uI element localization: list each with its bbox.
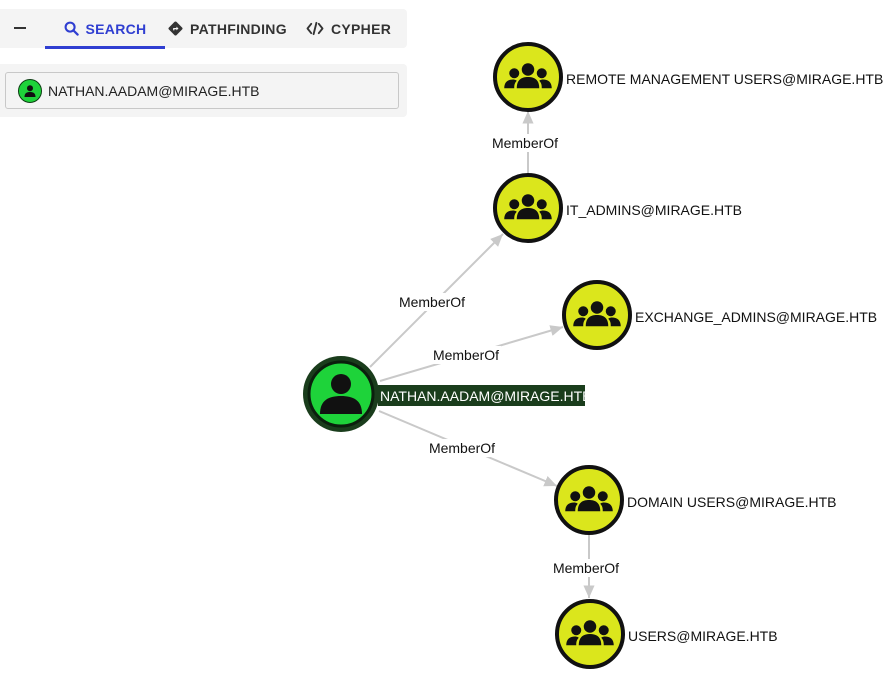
tab-pathfinding[interactable]: PATHFINDING	[168, 9, 287, 48]
edge-label-it-admins-remote-mgmt: MemberOf	[490, 134, 560, 152]
search-input[interactable]: NATHAN.AADAM@MIRAGE.HTB	[5, 72, 399, 109]
node-label: USERS@MIRAGE.HTB	[628, 628, 778, 644]
node-label: DOMAIN USERS@MIRAGE.HTB	[627, 494, 836, 510]
node-it-admins[interactable]: IT_ADMINS@MIRAGE.HTB	[493, 173, 742, 243]
tab-search-label: SEARCH	[85, 20, 147, 37]
code-icon	[306, 21, 324, 36]
node-label: EXCHANGE_ADMINS@MIRAGE.HTB	[635, 309, 877, 325]
node-exchange-admins[interactable]: EXCHANGE_ADMINS@MIRAGE.HTB	[562, 280, 877, 350]
edge-label-user-domain-users: MemberOf	[427, 439, 497, 457]
svg-text:MemberOf: MemberOf	[492, 135, 558, 151]
collapse-button[interactable]	[10, 18, 30, 38]
svg-text:MemberOf: MemberOf	[553, 560, 619, 576]
tab-pathfinding-label: PATHFINDING	[190, 20, 287, 37]
user-icon	[320, 374, 362, 414]
minus-icon	[14, 27, 26, 29]
svg-text:MemberOf: MemberOf	[429, 440, 495, 456]
node-remote-management-users[interactable]: REMOTE MANAGEMENT USERS@MIRAGE.HTB	[493, 42, 883, 112]
search-input-value: NATHAN.AADAM@MIRAGE.HTB	[48, 82, 260, 99]
directions-icon	[168, 21, 183, 36]
edge-label-domain-users-users: MemberOf	[551, 559, 621, 577]
tab-cypher[interactable]: CYPHER	[306, 9, 391, 48]
search-panel: NATHAN.AADAM@MIRAGE.HTB	[0, 64, 407, 117]
edge-label-user-exchange-admins: MemberOf	[431, 346, 501, 364]
node-domain-users[interactable]: DOMAIN USERS@MIRAGE.HTB	[554, 465, 836, 535]
node-label: NATHAN.AADAM@MIRAGE.HTB	[380, 388, 592, 404]
svg-text:MemberOf: MemberOf	[399, 294, 465, 310]
node-label: REMOTE MANAGEMENT USERS@MIRAGE.HTB	[566, 71, 883, 87]
edge-label-user-it-admins: MemberOf	[397, 293, 467, 311]
node-label: IT_ADMINS@MIRAGE.HTB	[566, 202, 742, 218]
node-nathan-aadam[interactable]: NATHAN.AADAM@MIRAGE.HTB	[303, 356, 592, 432]
tab-bar: SEARCH PATHFINDING CYPHER	[0, 9, 407, 49]
svg-text:MemberOf: MemberOf	[433, 347, 499, 363]
tab-cypher-label: CYPHER	[331, 20, 392, 37]
node-users[interactable]: USERS@MIRAGE.HTB	[555, 599, 778, 669]
user-icon	[18, 78, 42, 103]
tab-search[interactable]: SEARCH	[45, 9, 165, 49]
search-icon	[64, 21, 79, 36]
